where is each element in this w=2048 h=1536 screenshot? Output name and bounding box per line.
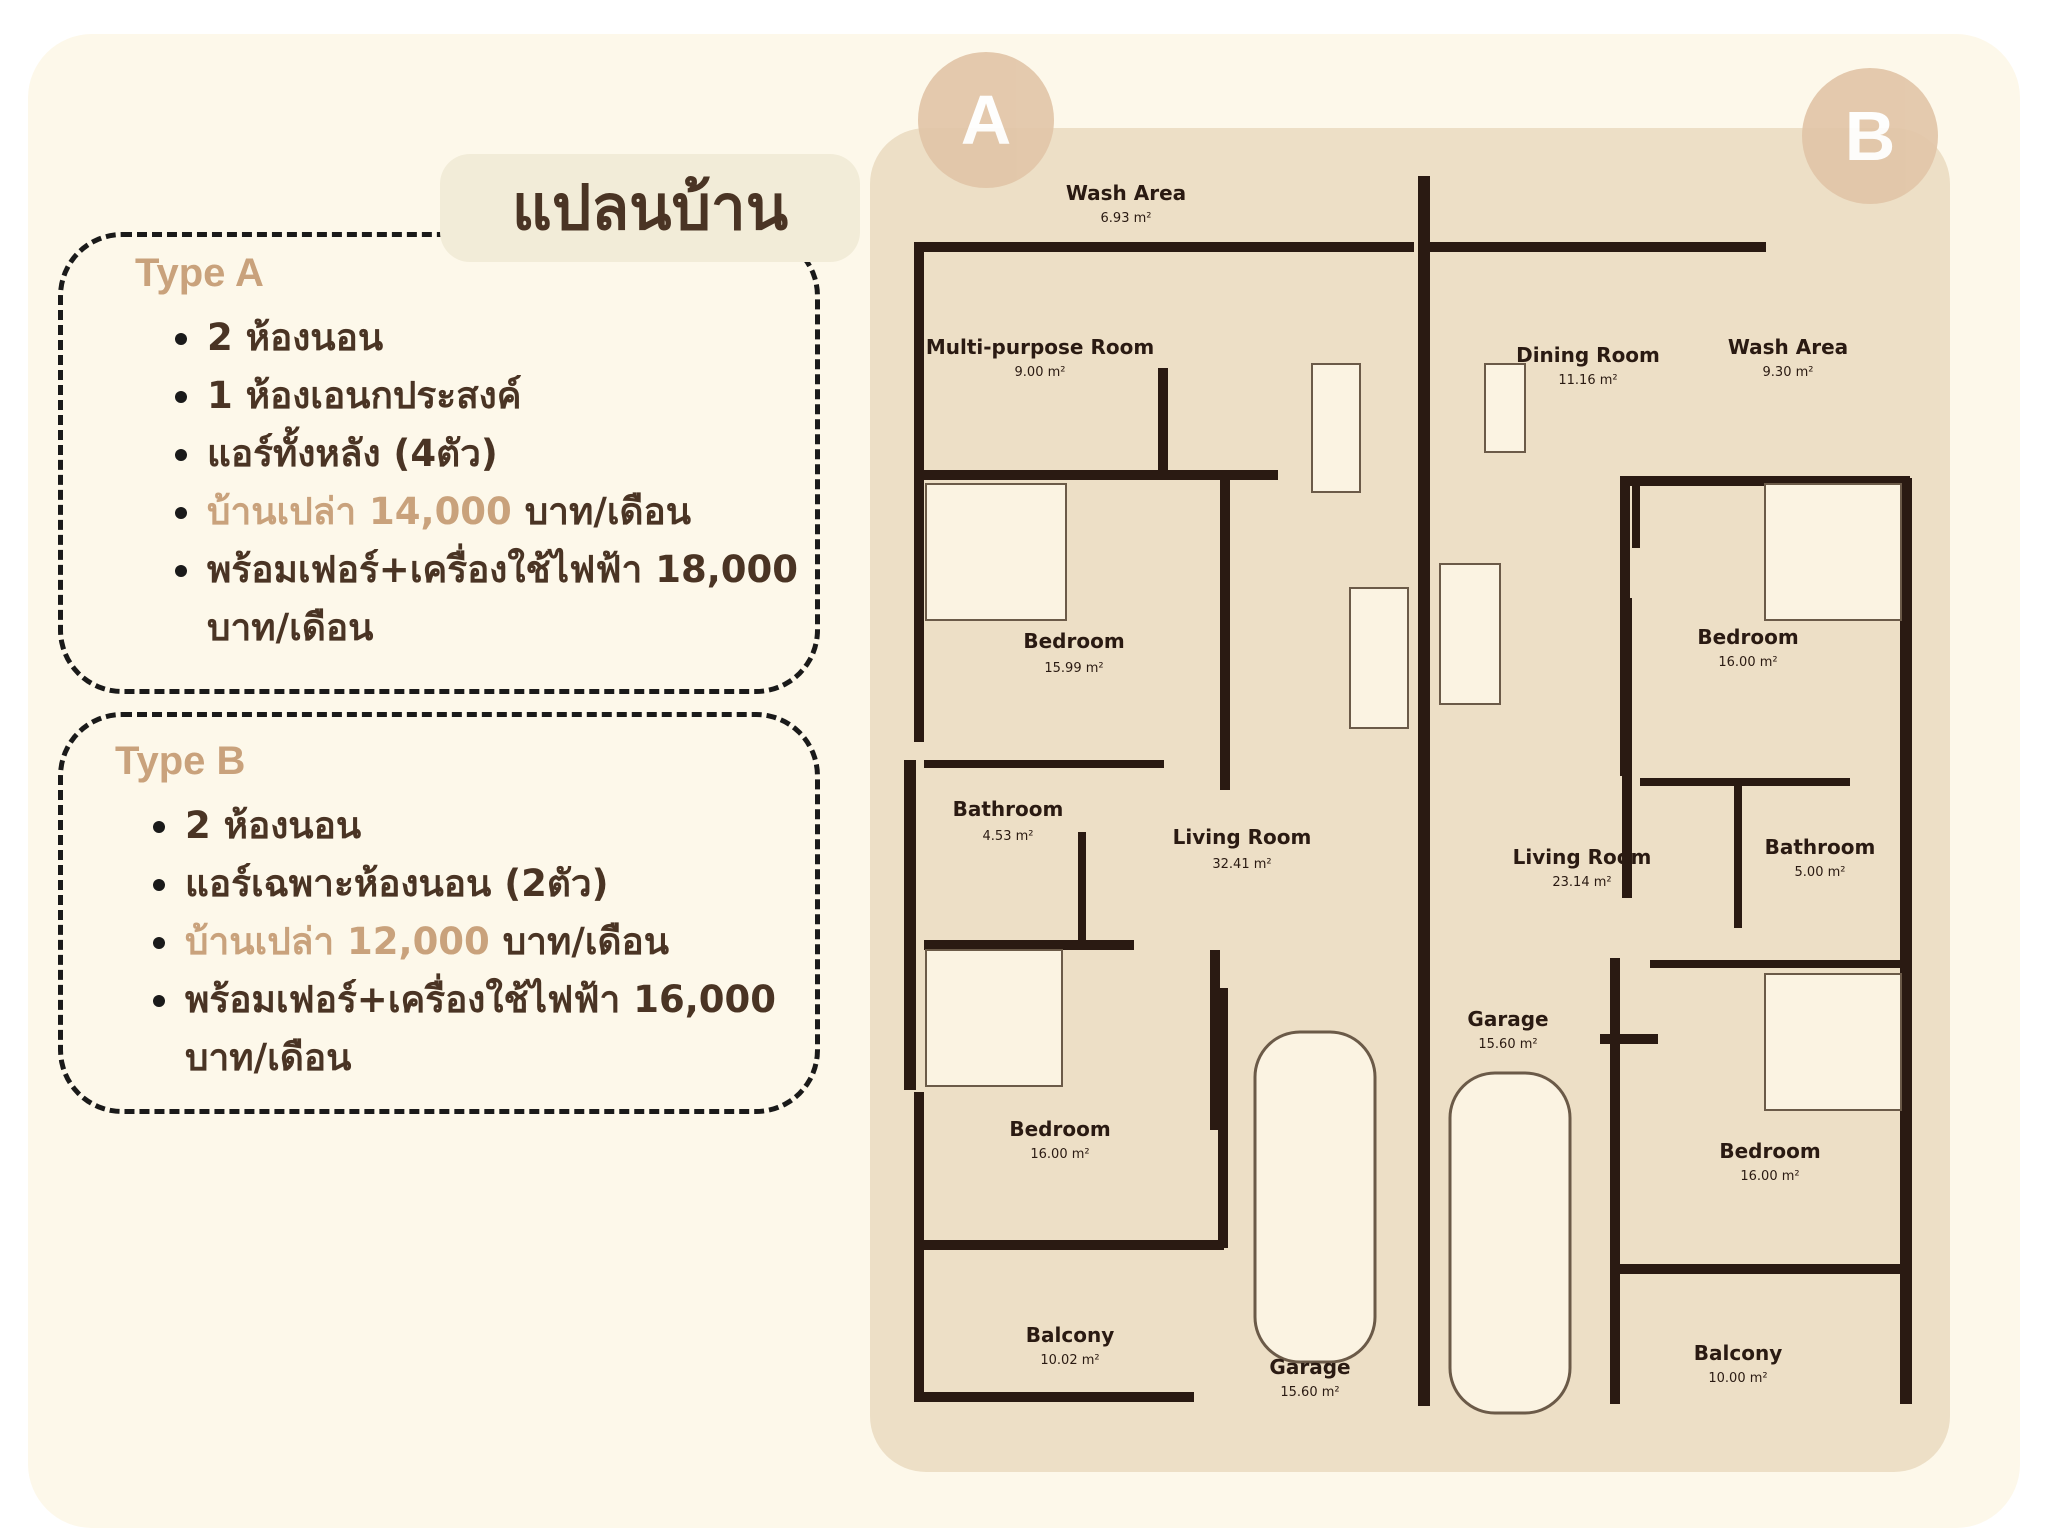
type-b-box: Type B 2 ห้องนอน แอร์เฉพาะห้องนอน (2ตัว)… bbox=[58, 712, 820, 1114]
room-area: 15.99 m² bbox=[1044, 661, 1103, 676]
room-name: Balcony bbox=[1694, 1341, 1782, 1365]
type-b-feature: แอร์เฉพาะห้องนอน (2ตัว) bbox=[149, 855, 809, 913]
room-area: 10.02 m² bbox=[1040, 1353, 1099, 1368]
room-area: 9.00 m² bbox=[1015, 365, 1066, 380]
room-name: Bathroom bbox=[1765, 835, 1876, 859]
room-area: 11.16 m² bbox=[1558, 373, 1617, 388]
floor-plan: Wash Area 6.93 m² Multi-purpose Room 9.0… bbox=[870, 128, 1950, 1472]
type-a-label: Type A bbox=[135, 251, 264, 295]
car-icon bbox=[1253, 1030, 1572, 1415]
type-a-features: 2 ห้องนอน 1 ห้องเอนกประสงค์ แอร์ทั้งหลัง… bbox=[171, 309, 801, 657]
room-name: Bedroom bbox=[1697, 625, 1798, 649]
room-name: Dining Room bbox=[1516, 343, 1660, 367]
room-name: Wash Area bbox=[1728, 335, 1848, 359]
type-a-feature: 2 ห้องนอน bbox=[171, 309, 801, 367]
type-a-feature: 1 ห้องเอนกประสงค์ bbox=[171, 367, 801, 425]
room-name: Balcony bbox=[1026, 1323, 1114, 1347]
room-area: 23.14 m² bbox=[1552, 875, 1611, 890]
type-b-label: Type B bbox=[115, 739, 246, 783]
room-area: 15.60 m² bbox=[1478, 1037, 1537, 1052]
room-area: 6.93 m² bbox=[1101, 211, 1152, 226]
room-name: Multi-purpose Room bbox=[926, 335, 1154, 359]
room-labels: Wash Area 6.93 m² Multi-purpose Room 9.0… bbox=[926, 181, 1876, 1400]
room-name: Garage bbox=[1467, 1007, 1548, 1031]
type-b-feature: 2 ห้องนอน bbox=[149, 797, 809, 855]
walls bbox=[904, 176, 1912, 1406]
type-a-price-furnished: พร้อมเฟอร์+เครื่องใช้ไฟฟ้า 18,000 บาท/เด… bbox=[171, 541, 801, 657]
room-area: 16.00 m² bbox=[1030, 1147, 1089, 1162]
room-area: 10.00 m² bbox=[1708, 1371, 1767, 1386]
room-name: Living Room bbox=[1173, 825, 1312, 849]
dining-table-icon bbox=[1311, 363, 1526, 729]
floor-plan-svg: Wash Area 6.93 m² Multi-purpose Room 9.0… bbox=[904, 176, 1912, 1415]
type-b-price-furnished: พร้อมเฟอร์+เครื่องใช้ไฟฟ้า 16,000 บาท/เด… bbox=[149, 971, 809, 1087]
room-name: Living Room bbox=[1513, 845, 1652, 869]
room-name: Bedroom bbox=[1719, 1139, 1820, 1163]
room-area: 32.41 m² bbox=[1212, 857, 1271, 872]
type-a-box: Type A 2 ห้องนอน 1 ห้องเอนกประสงค์ แอร์ท… bbox=[58, 232, 820, 694]
page-title: แปลนบ้าน bbox=[440, 154, 860, 262]
room-name: Bedroom bbox=[1023, 629, 1124, 653]
room-area: 16.00 m² bbox=[1718, 655, 1777, 670]
room-area: 9.30 m² bbox=[1763, 365, 1814, 380]
room-area: 4.53 m² bbox=[983, 829, 1034, 844]
room-name: Bathroom bbox=[953, 797, 1064, 821]
type-a-price-empty: บ้านเปล่า 14,000 บาท/เดือน bbox=[171, 483, 801, 541]
room-name: Bedroom bbox=[1009, 1117, 1110, 1141]
type-b-badge: B bbox=[1802, 68, 1938, 204]
type-b-price-empty: บ้านเปล่า 12,000 บาท/เดือน bbox=[149, 913, 809, 971]
room-area: 15.60 m² bbox=[1280, 1385, 1339, 1400]
room-name: Garage bbox=[1269, 1355, 1350, 1379]
room-area: 16.00 m² bbox=[1740, 1169, 1799, 1184]
room-area: 5.00 m² bbox=[1795, 865, 1846, 880]
bed-icon bbox=[925, 483, 1902, 1111]
type-a-feature: แอร์ทั้งหลัง (4ตัว) bbox=[171, 425, 801, 483]
type-a-badge: A bbox=[918, 52, 1054, 188]
type-b-features: 2 ห้องนอน แอร์เฉพาะห้องนอน (2ตัว) บ้านเป… bbox=[149, 797, 809, 1087]
room-name: Wash Area bbox=[1066, 181, 1186, 205]
